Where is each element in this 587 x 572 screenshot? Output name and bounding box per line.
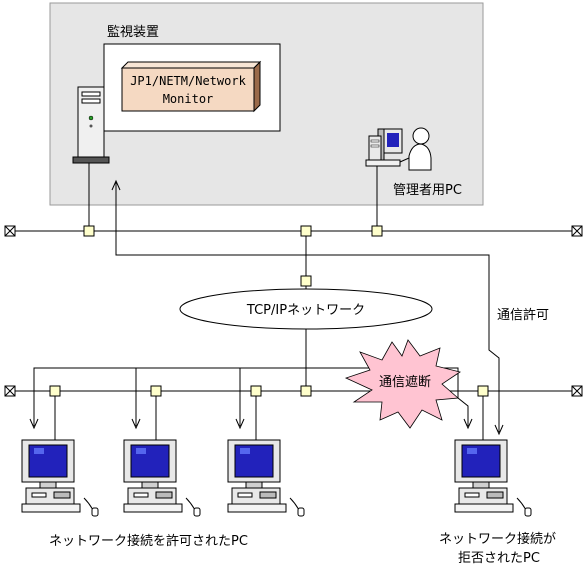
pc-icon-denied	[454, 439, 532, 517]
arrow-pc2	[131, 418, 141, 430]
product-name-line1: JP1/NETM/Network	[130, 74, 246, 88]
bottom-bus-terminator-right	[571, 385, 583, 397]
permitted-label: 通信許可	[497, 308, 549, 323]
user-icon	[399, 127, 432, 171]
top-node-router	[300, 225, 312, 237]
bottom-node-4	[477, 385, 489, 397]
network-label: TCP/IPネットワーク	[246, 303, 365, 318]
arrow-pc1	[29, 418, 39, 430]
pc-icon-3	[227, 439, 305, 517]
pc-icon-1	[21, 439, 99, 517]
permission-arrow-down	[494, 424, 504, 436]
bottom-node-1	[49, 385, 61, 397]
allowed-pcs-label: ネットワーク接続を許可されたPC	[49, 533, 248, 549]
broadcast-drop-denied	[457, 375, 469, 426]
monitor-area-title: 監視装置	[107, 24, 159, 40]
arrow-pc3	[235, 418, 245, 430]
top-node-server	[83, 225, 95, 237]
arrow-pc4	[463, 418, 473, 430]
top-bus-terminator-right	[571, 225, 583, 237]
admin-pc-label: 管理者用PC	[393, 183, 462, 198]
permission-arrow-up	[111, 179, 121, 191]
denied-pc-label-line1: ネットワーク接続が	[439, 531, 556, 547]
pc-icon-2	[123, 439, 201, 517]
bottom-node-3	[250, 385, 262, 397]
bottom-bus-terminator-left	[4, 385, 16, 397]
admin-pc-icon	[365, 128, 403, 167]
top-node-admin	[371, 225, 383, 237]
blocked-burst	[344, 339, 461, 429]
product-name-line2: Monitor	[163, 92, 214, 106]
permission-path	[115, 182, 500, 432]
bottom-node-router	[300, 385, 312, 397]
server-icon	[72, 86, 110, 164]
router-node-upper	[300, 275, 312, 287]
denied-pc-label-line2: 拒否されたPC	[458, 551, 540, 566]
top-bus-terminator-left	[4, 225, 16, 237]
product-box	[120, 60, 262, 113]
blocked-label: 通信遮断	[379, 374, 431, 390]
bottom-node-2	[150, 385, 162, 397]
